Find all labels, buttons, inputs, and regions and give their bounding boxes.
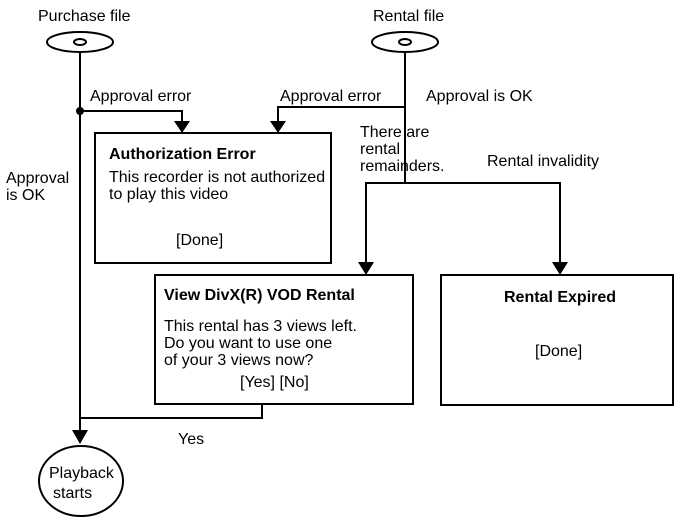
playback-terminal <box>38 445 124 517</box>
rental-file-label: Rental file <box>373 8 445 25</box>
authorization-error-body-1: This recorder is not authorized <box>109 169 326 186</box>
rental-disc-icon <box>371 31 439 53</box>
vod-rental-body-1: This rental has 3 views left. <box>164 318 357 335</box>
arrow-expired <box>552 262 568 275</box>
vod-rental-body-3: of your 3 views now? <box>164 352 314 369</box>
rental-error-line <box>277 106 405 122</box>
rental-remainders-line <box>365 182 560 263</box>
approval-ok-rental-label: Approval is OK <box>426 88 533 105</box>
approval-error-label-right: Approval error <box>280 88 382 105</box>
rental-expired-done-button[interactable]: [Done] <box>535 343 583 360</box>
authorization-done-button[interactable]: [Done] <box>176 232 224 249</box>
arrow-vod <box>358 262 374 275</box>
vod-rental-dialog: View DivX(R) VOD Rental This rental has … <box>154 274 414 405</box>
vod-rental-yes-no-buttons[interactable]: [Yes] [No] <box>240 374 309 391</box>
playback-starts-label-1: Playback <box>49 465 114 482</box>
junction-dot <box>76 107 84 115</box>
yes-line <box>80 404 263 419</box>
purchase-disc-icon <box>46 31 114 53</box>
authorization-error-title: Authorization Error <box>109 146 256 163</box>
playback-starts-label-2: starts <box>53 485 93 502</box>
purchase-error-line <box>80 110 183 122</box>
purchase-file-label: Purchase file <box>38 8 131 25</box>
rental-remainders-label-1: There are <box>360 124 430 141</box>
rental-expired-title: Rental Expired <box>504 289 617 306</box>
arrow-playback <box>72 430 88 444</box>
yes-label: Yes <box>178 431 205 448</box>
rental-remainders-label-2: rental <box>360 141 401 158</box>
authorization-error-body-2: to play this video <box>109 186 229 203</box>
vod-rental-body-2: Do you want to use one <box>164 335 333 352</box>
approval-ok-purchase-label-1: Approval <box>6 170 70 187</box>
approval-ok-purchase-label-2: is OK <box>6 187 46 204</box>
arrow-auth-left <box>174 121 190 133</box>
rental-remainders-label-3: remainders. <box>360 158 445 175</box>
arrow-auth-right <box>270 121 286 133</box>
authorization-error-dialog: Authorization Error This recorder is not… <box>94 132 332 264</box>
rental-invalidity-label: Rental invalidity <box>487 153 600 170</box>
rental-expired-dialog: Rental Expired [Done] <box>440 274 674 406</box>
approval-error-label-left: Approval error <box>90 88 192 105</box>
vod-rental-title: View DivX(R) VOD Rental <box>164 287 355 304</box>
